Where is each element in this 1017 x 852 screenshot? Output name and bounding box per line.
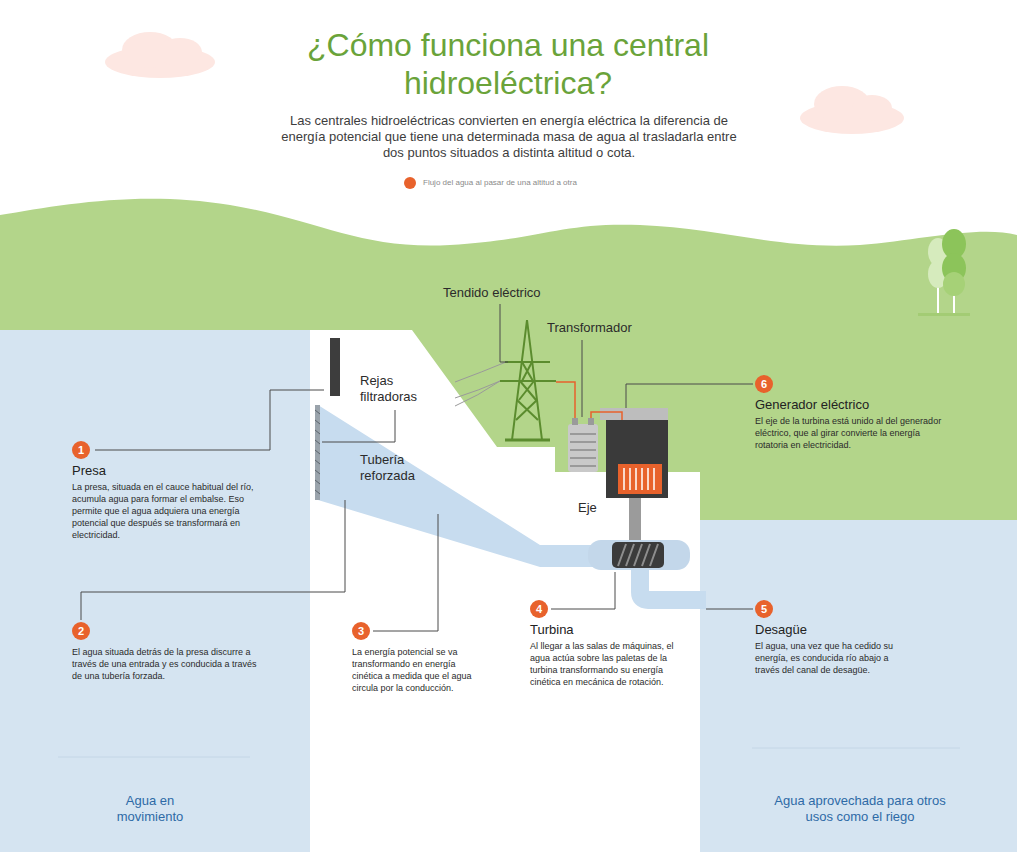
part-label: Transformador (547, 320, 657, 336)
part-label: Tubería reforzada (360, 452, 440, 484)
part-label: Tendido eléctrico (443, 285, 573, 301)
callout-number: 6 (755, 375, 773, 393)
leader-line-group (81, 304, 753, 631)
legend-swatch (404, 177, 416, 189)
dam-gate (315, 338, 340, 500)
part-label: Eje (578, 500, 618, 516)
callout-number: 4 (530, 600, 548, 618)
callout-number: 5 (755, 600, 773, 618)
callout-text: El agua situada detrás de la presa discu… (72, 646, 257, 682)
subtitle: Las centrales hidroeléctricas convierten… (280, 113, 738, 161)
callout-text: Al llegar a las salas de máquinas, el ag… (530, 640, 680, 688)
callout-heading: Desagüe (755, 622, 905, 637)
callout-number: 1 (72, 441, 90, 459)
callout: 3 La energía potencial se va transformand… (352, 622, 480, 694)
callout: 1Presa La presa, situada en el cauce habi… (72, 441, 257, 541)
callout: 4Turbina Al llegar a las salas de máquina… (530, 600, 680, 688)
callout-text: La energía potencial se va transformando… (352, 646, 480, 694)
separator-lines (58, 748, 960, 757)
legend-text: Flujo del agua al pasar de una altitud a… (423, 178, 623, 188)
callout-heading: Generador eléctrico (755, 397, 955, 412)
generator (600, 408, 668, 498)
callout-text: La presa, situada en el cauce habitual d… (72, 481, 257, 541)
reservoir-water (0, 330, 312, 852)
callout-text: El agua, una vez que ha cedido su energí… (755, 640, 905, 676)
callout: 6Generador eléctrico El eje de la turbina… (755, 375, 955, 451)
callout-text: El eje de la turbina está unido al del g… (755, 415, 955, 451)
pylon (500, 320, 556, 440)
river-water (700, 520, 1017, 852)
callout-heading: Turbina (530, 622, 680, 637)
part-label: Rejas filtradoras (360, 373, 440, 405)
callout: 2 El agua situada detrás de la presa disc… (72, 622, 257, 682)
water-note: Agua en movimiento (100, 793, 200, 825)
title: ¿Cómo funciona una central hidroeléctric… (278, 26, 738, 102)
trees (918, 229, 970, 316)
callout-number: 2 (72, 622, 90, 640)
callout-heading: Presa (72, 463, 257, 478)
turbine (588, 540, 690, 570)
shaft (629, 498, 641, 540)
transformer (568, 418, 598, 472)
water-note: Agua aprovechada para otros usos como el… (772, 793, 948, 825)
callout-number: 3 (352, 622, 370, 640)
callout: 5Desagüe El agua, una vez que ha cedido s… (755, 600, 905, 676)
